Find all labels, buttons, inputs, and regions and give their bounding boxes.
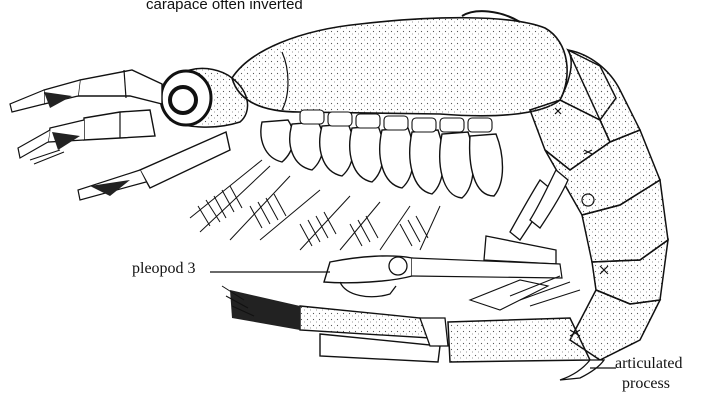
carapace xyxy=(232,18,567,116)
uropod xyxy=(222,276,590,362)
antennal-scale xyxy=(78,132,230,200)
pleopod-3-label: pleopod 3 xyxy=(132,260,196,278)
antennule-upper xyxy=(10,70,162,112)
compound-eye xyxy=(161,71,211,125)
articulated-process xyxy=(560,360,604,380)
antennule-lower xyxy=(18,110,155,164)
thoracic-segments xyxy=(261,120,503,198)
articulated-label-line2: process xyxy=(622,375,670,393)
carapace-label: carapace often inverted xyxy=(146,0,303,13)
articulated-label-line1: articulated xyxy=(615,355,683,373)
